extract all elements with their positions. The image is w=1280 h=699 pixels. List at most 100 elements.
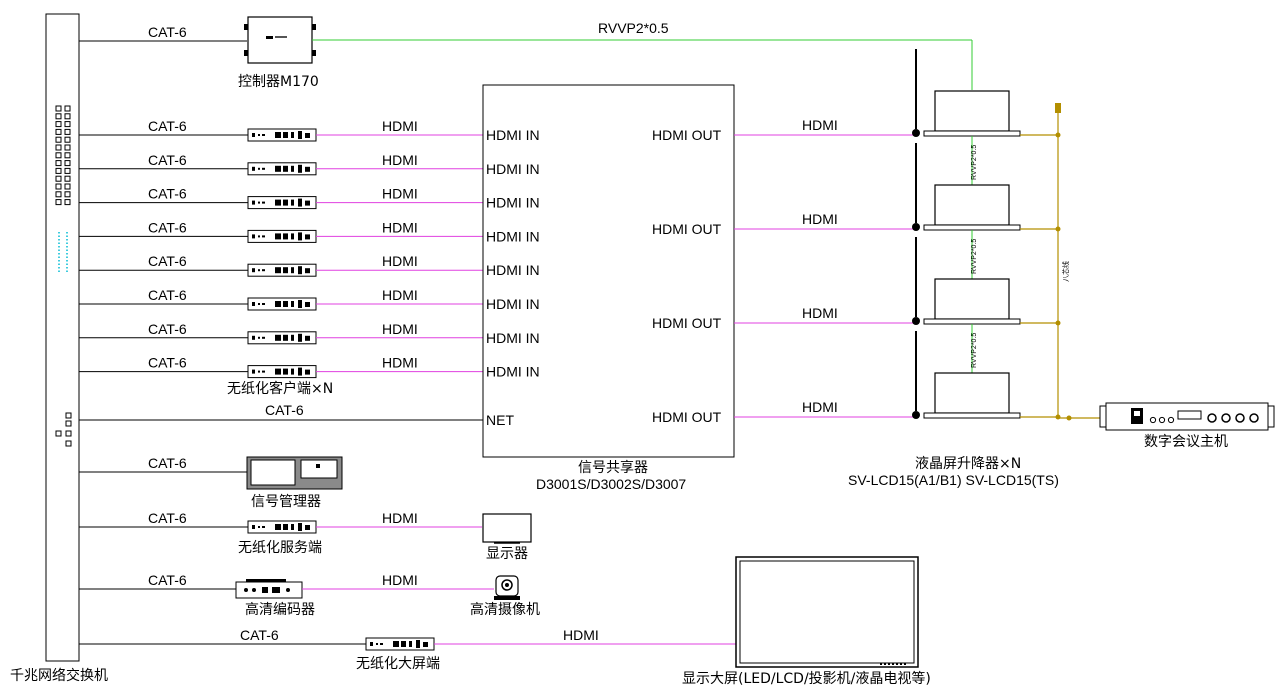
lift-link-cable: RVVP2*0.5	[971, 333, 978, 368]
paperless-server: CAT-6 HDMI 无纸化服务端	[79, 510, 482, 556]
switch-port	[55, 113, 62, 120]
bigscreen-client-label: 无纸化大屏端	[356, 656, 440, 672]
signal-sharer: HDMI IN HDMI IN HDMI IN HDMI IN HDMI IN HDMI …	[482, 84, 915, 492]
switch-port	[65, 430, 72, 437]
server-device	[247, 520, 317, 534]
big-screen-label: 显示大屏(LED/LCD/投影机/液晶电视等)	[682, 670, 931, 687]
switch-port	[55, 183, 62, 190]
sharer-input-label: HDMI IN	[486, 228, 540, 244]
client-device	[247, 128, 317, 142]
sharer-output-cable: HDMI	[802, 211, 838, 227]
switch-port	[55, 191, 62, 198]
bigscreen-cable-in: CAT-6	[240, 627, 279, 643]
switch-port	[65, 412, 72, 419]
lcd-lift: RVVP2*0.5	[912, 143, 1061, 279]
switch-port	[55, 160, 62, 167]
big-screen: 显示大屏(LED/LCD/投影机/液晶电视等)	[682, 556, 931, 687]
server-label: 无纸化服务端	[238, 540, 322, 556]
switch-port	[64, 113, 71, 120]
hd-encoder: CAT-6 HDMI 高清编码器	[79, 572, 494, 618]
sharer-input-label: HDMI IN	[486, 195, 540, 211]
bigscreen-client-device	[365, 637, 435, 651]
lifts-label: 液晶屏升降器×N	[915, 456, 1021, 472]
sharer-output-label: HDMI OUT	[652, 315, 722, 331]
client-row: CAT-6 HDMI	[79, 287, 483, 311]
client-cable-out: HDMI	[382, 118, 418, 134]
control-cable-label: RVVP2*0.5	[598, 20, 669, 36]
bigscreen-cable-out: HDMI	[563, 627, 599, 643]
client-cable-out: HDMI	[382, 287, 418, 303]
sharer-input-label: HDMI IN	[486, 364, 540, 380]
switch-port	[64, 167, 71, 174]
encoder-cable-in: CAT-6	[148, 572, 187, 588]
client-cable-out: HDMI	[382, 253, 418, 269]
conference-host-label: 数字会议主机	[1144, 434, 1228, 450]
sharer-input-label: HDMI IN	[486, 127, 540, 143]
client-device	[247, 331, 317, 345]
switch-port	[55, 430, 62, 437]
network-switch: 千兆网络交换机	[10, 13, 108, 684]
sharer-output-label: HDMI OUT	[652, 409, 722, 425]
switch-port-block	[55, 105, 71, 206]
sharer-input-label: HDMI IN	[486, 296, 540, 312]
sharer-input-label: HDMI IN	[486, 262, 540, 278]
conference-host: 数字会议主机	[1099, 402, 1275, 450]
lcd-lift: RVVP2*0.5	[912, 49, 1061, 185]
switch-port	[55, 152, 62, 159]
client-cable-in: CAT-6	[148, 152, 187, 168]
client-cable-out: HDMI	[382, 186, 418, 202]
client-device	[247, 229, 317, 243]
client-device	[247, 365, 317, 379]
net-cable-label: CAT-6	[265, 402, 304, 418]
switch-port	[64, 105, 71, 112]
signal-manager-label: 信号管理器	[251, 494, 321, 510]
lift-link-cable: RVVP2*0.5	[971, 239, 978, 274]
client-cable-in: CAT-6	[148, 287, 187, 303]
switch-port	[64, 191, 71, 198]
client-cable-in: CAT-6	[148, 219, 187, 235]
lcd-lift	[912, 331, 1061, 420]
hd-camera: 高清摄像机	[470, 575, 540, 618]
client-row: CAT-6 HDMI	[79, 253, 483, 277]
sharer-output-cable: HDMI	[802, 305, 838, 321]
controller-label: 控制器M170	[238, 74, 319, 90]
sharer-input-label: HDMI IN	[486, 330, 540, 346]
bigscreen-client: CAT-6 HDMI 无纸化大屏端	[79, 627, 736, 672]
switch-port	[55, 199, 62, 206]
client-device	[247, 263, 317, 277]
switch-port-block-lower	[55, 412, 72, 447]
client-cable-out: HDMI	[382, 355, 418, 371]
server-box	[247, 520, 317, 534]
server-cable-out: HDMI	[382, 510, 418, 526]
client-cable-in: CAT-6	[148, 253, 187, 269]
monitor-label: 显示器	[486, 546, 528, 562]
switch-port	[55, 105, 62, 112]
monitor: 显示器	[482, 513, 532, 562]
sharer-model: D3001S/D3002S/D3007	[536, 476, 686, 492]
client-cable-in: CAT-6	[148, 321, 187, 337]
bus-label: 八芯线	[1061, 261, 1070, 282]
sharer-output-cable: HDMI	[802, 399, 838, 415]
sharer-input-label: HDMI IN	[486, 161, 540, 177]
switch-port	[64, 183, 71, 190]
encoder-label: 高清编码器	[245, 601, 315, 618]
client-cable-out: HDMI	[382, 321, 418, 337]
sharer-output-label: HDMI OUT	[652, 221, 722, 237]
client-device	[247, 297, 317, 311]
switch-port	[64, 144, 71, 151]
switch-port	[64, 121, 71, 128]
lcd-lift: RVVP2*0.5	[912, 237, 1061, 373]
switch-port	[64, 128, 71, 135]
eight-core-bus: 八芯线	[1055, 103, 1106, 421]
client-row: CAT-6 HDMI	[79, 321, 483, 345]
controller-cable-label: CAT-6	[148, 24, 187, 40]
camera-label: 高清摄像机	[470, 601, 540, 618]
client-cable-out: HDMI	[382, 152, 418, 168]
